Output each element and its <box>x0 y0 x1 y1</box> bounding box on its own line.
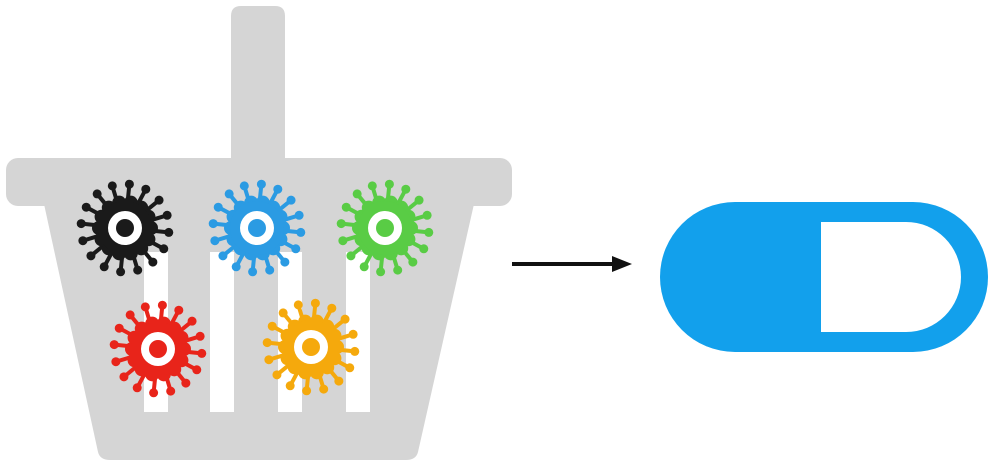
virus-spike-tip <box>256 179 266 189</box>
virus-spike-tip <box>367 181 377 191</box>
virus-spike-tip <box>424 227 434 237</box>
virus-spike-tip <box>174 305 184 315</box>
virus-spike-tip <box>408 257 418 267</box>
virus-spike-tip <box>293 300 303 310</box>
virus-icon <box>208 179 306 277</box>
virus-spike-tip <box>294 210 304 220</box>
virus-spike-tip <box>125 310 135 320</box>
virus-spike-tip <box>338 236 348 246</box>
virus-spike-tip <box>346 251 356 261</box>
virus-icon <box>109 300 207 398</box>
virus-spike-tip <box>92 189 102 199</box>
virus-spike-tip <box>181 378 191 388</box>
virus-spike-tip <box>319 384 329 394</box>
virus-spike-tip <box>162 210 172 220</box>
virus-spike-tip <box>141 184 151 194</box>
virus-spike-tip <box>401 184 411 194</box>
virus-spike-tip <box>262 338 272 348</box>
virus-spike-tip <box>393 265 403 275</box>
virus-spike-tip <box>280 257 290 267</box>
virus-spike-tip <box>248 267 258 277</box>
virus-spike-tip <box>310 298 320 308</box>
virus-spike-tip <box>265 265 275 275</box>
virus-spike-tip <box>99 262 109 272</box>
virus-spike-tip <box>384 179 394 189</box>
virus-spike-tip <box>350 346 360 356</box>
virus-spike-tip <box>116 267 126 277</box>
virus-spike-tip <box>352 189 362 199</box>
basket-slot <box>210 252 234 412</box>
right-arrow-icon <box>512 256 632 272</box>
virus-spike-tip <box>340 314 350 324</box>
virus-spike-tip <box>111 357 121 367</box>
virus-spike-tip <box>119 372 129 382</box>
virus-spike-tip <box>140 302 150 312</box>
virus-spike-tip <box>76 219 86 229</box>
virus-spike-tip <box>124 179 134 189</box>
virus-core <box>248 219 266 237</box>
capsule-icon <box>660 202 988 352</box>
virus-spike-tip <box>197 348 207 358</box>
virus-icon <box>76 179 174 277</box>
virus-spike-tip <box>327 303 337 313</box>
virus-spike-tip <box>345 363 355 373</box>
virus-spike-tip <box>210 236 220 246</box>
virus-spike-tip <box>285 381 295 391</box>
virus-spike-tip <box>239 181 249 191</box>
virus-spike-tip <box>81 202 91 212</box>
virus-spike-tip <box>296 227 306 237</box>
basket-handle <box>231 6 285 166</box>
virus-spike-tip <box>341 202 351 212</box>
virus-group <box>76 179 434 398</box>
virus-spike-tip <box>78 236 88 246</box>
virus-spike-tip <box>157 300 167 310</box>
virus-spike-tip <box>164 227 174 237</box>
virus-core <box>149 340 167 358</box>
virus-spike-tip <box>291 244 301 254</box>
virus-spike-tip <box>208 219 218 229</box>
virus-spike-tip <box>376 267 386 277</box>
virus-spike-tip <box>273 184 283 194</box>
virus-spike-tip <box>231 262 241 272</box>
virus-spike-tip <box>414 195 424 205</box>
virus-spike-tip <box>159 244 169 254</box>
virus-spike-tip <box>224 189 234 199</box>
virus-spike-tip <box>195 331 205 341</box>
capsule-empty-half <box>821 222 961 332</box>
virus-spike-tip <box>422 210 432 220</box>
virus-spike-tip <box>348 329 358 339</box>
virus-core <box>116 219 134 237</box>
virus-spike-tip <box>286 195 296 205</box>
virus-spike-tip <box>148 257 158 267</box>
virus-spike-tip <box>114 323 124 333</box>
virus-spike-tip <box>149 388 159 398</box>
virus-core <box>302 338 320 356</box>
virus-spike-tip <box>264 355 274 365</box>
virus-spike-tip <box>334 376 344 386</box>
arrow-head <box>612 256 632 272</box>
virus-spike-tip <box>213 202 223 212</box>
virus-spike-tip <box>267 321 277 331</box>
virus-core <box>376 219 394 237</box>
virus-spike-tip <box>218 251 228 261</box>
virus-spike-tip <box>187 316 197 326</box>
virus-spike-tip <box>86 251 96 261</box>
virus-spike-tip <box>166 386 176 396</box>
virus-spike-tip <box>278 308 288 318</box>
virus-spike-tip <box>107 181 117 191</box>
virus-spike-tip <box>133 265 143 275</box>
virus-spike-tip <box>336 219 346 229</box>
virus-icon <box>262 298 360 396</box>
virus-spike-tip <box>192 365 202 375</box>
virus-spike-tip <box>132 383 142 393</box>
virus-spike-tip <box>419 244 429 254</box>
virus-spike-tip <box>272 370 282 380</box>
virus-spike-tip <box>109 340 119 350</box>
virus-spike-tip <box>359 262 369 272</box>
virus-icon <box>336 179 434 277</box>
virus-spike-tip <box>302 386 312 396</box>
virus-spike-tip <box>154 195 164 205</box>
